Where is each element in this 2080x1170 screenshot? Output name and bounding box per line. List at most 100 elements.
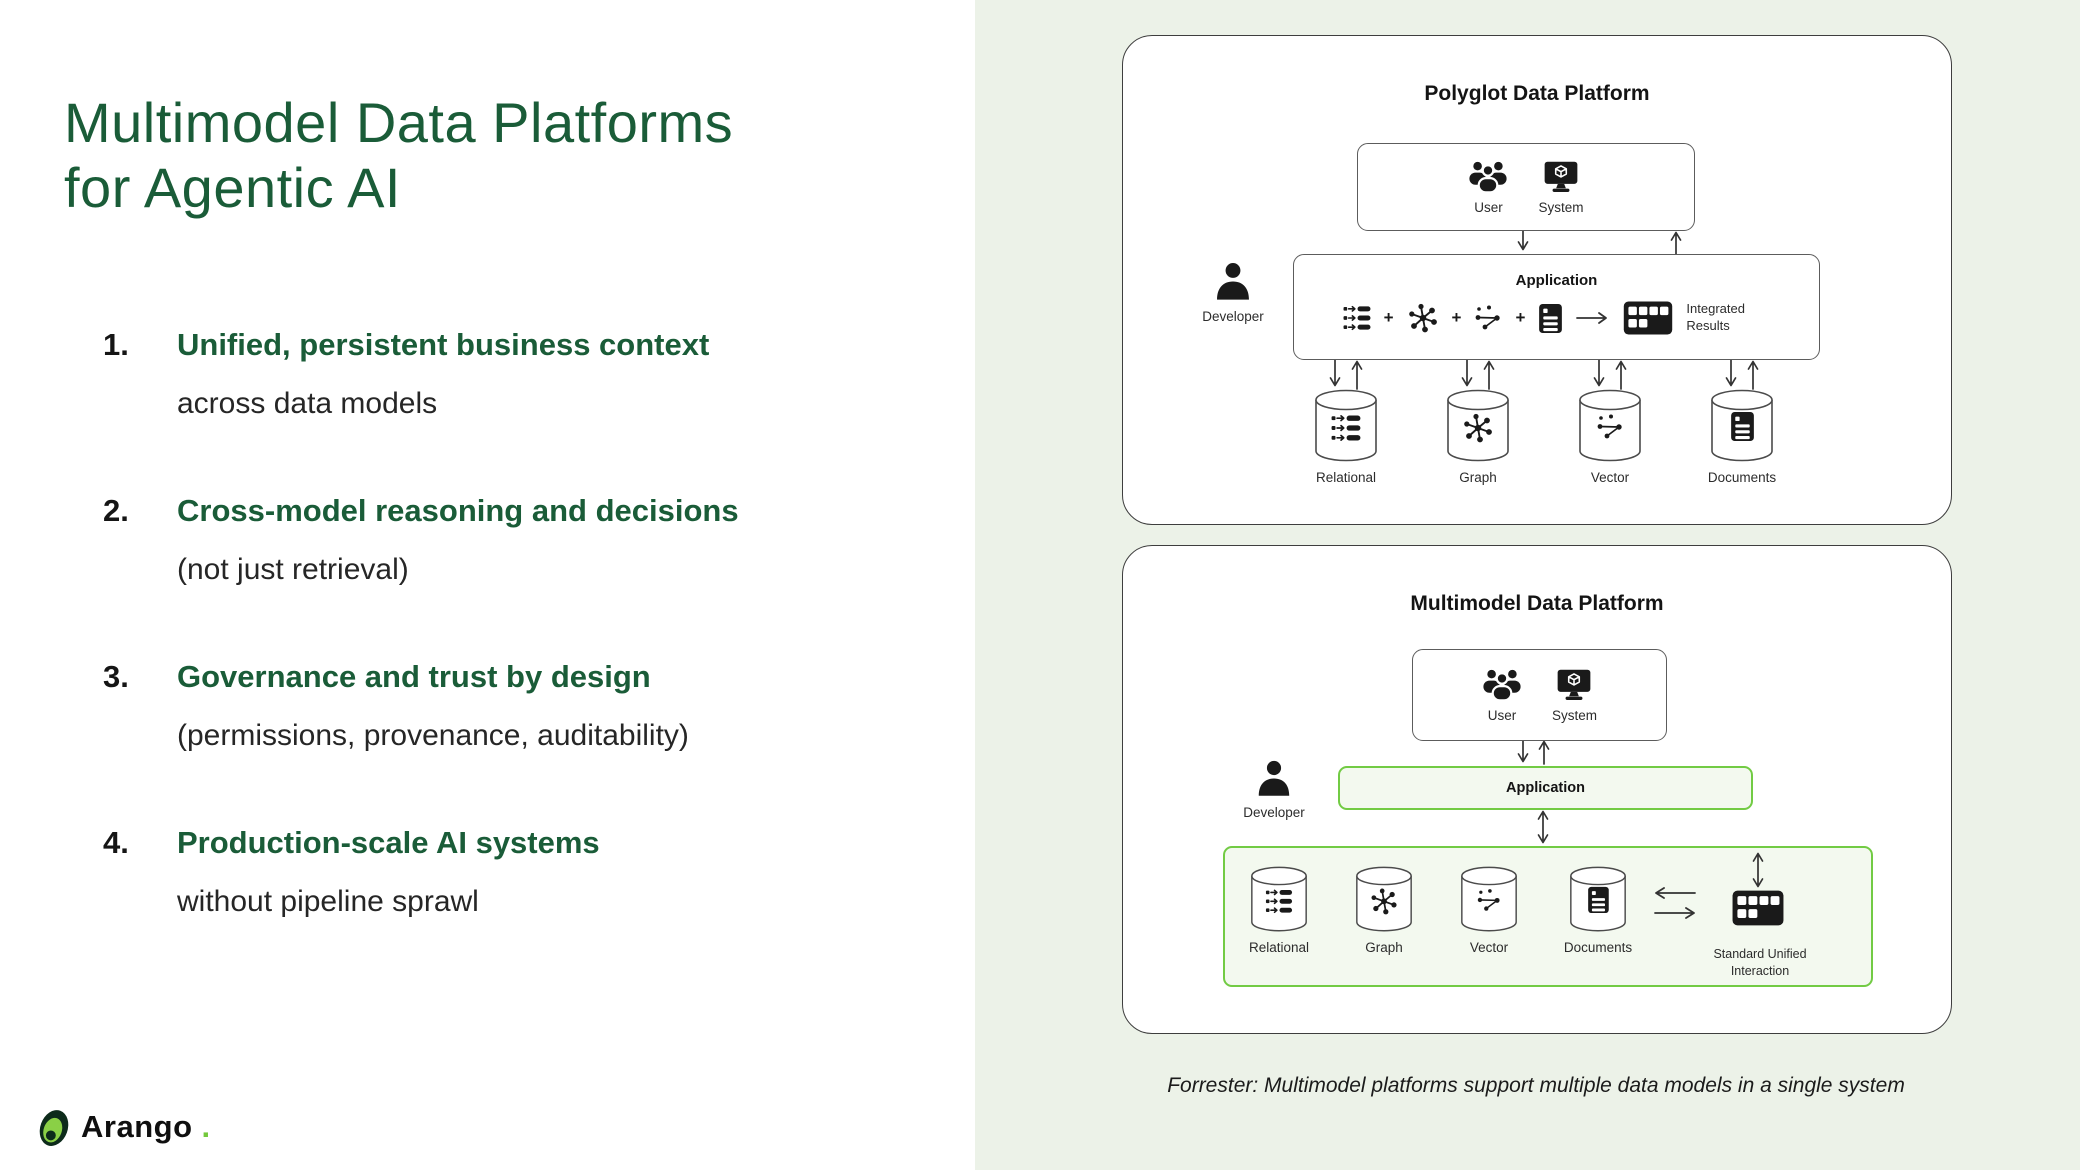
point-subtext: (not just retrieval): [177, 552, 409, 586]
point-number: 1.: [103, 327, 129, 362]
logo-wordmark: Arango: [81, 1109, 193, 1144]
database-cylinder-documents: Documents: [1548, 866, 1648, 955]
system-label: System: [1538, 199, 1584, 215]
title-line-1: Multimodel Data Platforms: [64, 90, 734, 154]
user-entity: User: [1482, 667, 1522, 723]
logo-dot: .: [201, 1109, 211, 1144]
exchange-arrows-icon: [1654, 887, 1696, 919]
database-label: Documents: [1563, 940, 1633, 955]
cylinder-graph-icon: [1446, 389, 1510, 463]
cylinder-vector-icon: [1460, 866, 1518, 933]
point-number: 3.: [103, 659, 129, 694]
developer-icon: [1211, 260, 1255, 304]
system-monitor-icon: [1542, 160, 1580, 194]
point-heading: Production-scale AI systems: [177, 825, 600, 860]
arrow-right-icon: [1576, 312, 1608, 324]
relational-icon: [1343, 305, 1371, 331]
point-subtext: (permissions, provenance, auditability): [177, 718, 689, 752]
forrester-footnote: Forrester: Multimodel platforms support …: [1167, 1074, 1905, 1097]
documents-icon: [1538, 303, 1563, 334]
point-subtext: without pipeline sprawl: [177, 884, 479, 918]
database-label: Graph: [1459, 470, 1497, 485]
cylinder-graph-icon: [1355, 866, 1413, 933]
title-line-2: for Agentic AI: [64, 156, 401, 220]
developer-entity: Developer: [1224, 758, 1324, 820]
database-label: Relational: [1248, 940, 1310, 955]
user-system-box: User System: [1357, 143, 1695, 231]
database-cylinder-graph: Graph: [1334, 866, 1434, 955]
multimodel-title: Multimodel Data Platform: [1410, 592, 1664, 615]
cylinder-relational-icon: [1314, 389, 1378, 463]
database-label: Vector: [1590, 470, 1630, 485]
database-cylinder-relational: Relational: [1229, 866, 1329, 955]
arrow-down-icon: [1517, 738, 1529, 763]
cylinder-vector-icon: [1578, 389, 1642, 463]
developer-entity: Developer: [1183, 260, 1283, 324]
polyglot-title: Polyglot Data Platform: [1424, 82, 1650, 105]
plus-sign: +: [1383, 308, 1394, 327]
arrow-up-icon: [1483, 360, 1495, 390]
point-number: 4.: [103, 825, 129, 860]
arrow-updown-icon: [1537, 810, 1549, 844]
arrow-down-icon: [1329, 357, 1341, 387]
plus-sign: +: [1451, 308, 1462, 327]
application-label: Application: [1515, 272, 1598, 289]
multimodel-database-box: Relational Graph Vector Documents: [1223, 846, 1873, 987]
developer-label: Developer: [1202, 309, 1264, 324]
users-icon: [1482, 667, 1522, 702]
point-heading: Cross-model reasoning and decisions: [177, 493, 739, 528]
developer-label: Developer: [1243, 805, 1305, 820]
arrow-up-icon: [1615, 360, 1627, 390]
developer-icon: [1253, 758, 1295, 800]
database-label: Documents: [1707, 470, 1777, 485]
arrow-up-icon: [1351, 360, 1363, 390]
database-cylinder-relational: Relational: [1296, 389, 1396, 485]
diagram-panel: Polyglot Data Platform User: [975, 0, 2080, 1170]
arrow-down-icon: [1593, 357, 1605, 387]
database-cylinder-vector: Vector: [1560, 389, 1660, 485]
plus-sign: +: [1515, 308, 1526, 327]
integrated-results-label: Integrated Results: [1686, 301, 1745, 333]
database-label: Graph: [1365, 940, 1403, 955]
database-cylinder-graph: Graph: [1428, 389, 1528, 485]
list-item: 2. Cross-model reasoning and decisions (…: [103, 492, 903, 588]
application-icon-row: + + + Integrated Results: [1294, 301, 1819, 335]
database-label: Relational: [1315, 470, 1377, 485]
list-item: 3. Governance and trust by design (permi…: [103, 658, 903, 754]
application-box-green: Application: [1338, 766, 1753, 810]
arrow-down-icon: [1725, 357, 1737, 387]
user-label: User: [1474, 200, 1503, 215]
cylinder-documents-icon: [1569, 866, 1627, 933]
system-monitor-icon: [1555, 668, 1593, 702]
arango-logo: Arango.: [36, 1106, 210, 1148]
integrated-results-grid-icon: [1623, 301, 1673, 335]
cylinder-relational-icon: [1250, 866, 1308, 933]
multimodel-diagram: Multimodel Data Platform User System Dev: [1122, 545, 1952, 1034]
graph-icon: [1407, 302, 1439, 334]
standard-unified-grid-icon: [1732, 890, 1784, 926]
standard-unified-label: Standard Unified Interaction: [1713, 947, 1807, 978]
arrow-up-icon: [1747, 360, 1759, 390]
point-heading: Unified, persistent business context: [177, 327, 710, 362]
page-title: Multimodel Data Platforms for Agentic AI: [64, 90, 733, 221]
user-system-box: User System: [1412, 649, 1667, 741]
system-entity: System: [1538, 160, 1584, 215]
point-number: 2.: [103, 493, 129, 528]
arrow-up-icon: [1538, 740, 1550, 765]
point-subtext: across data models: [177, 386, 438, 420]
application-label: Application: [1506, 780, 1585, 796]
database-cylinder-documents: Documents: [1692, 389, 1792, 485]
system-entity: System: [1552, 668, 1597, 723]
cylinder-documents-icon: [1710, 389, 1774, 463]
vector-icon: [1474, 304, 1502, 332]
avocado-logo-icon: [36, 1106, 72, 1148]
polyglot-diagram: Polyglot Data Platform User: [1122, 35, 1952, 525]
users-icon: [1468, 159, 1508, 194]
arrow-down-icon: [1461, 357, 1473, 387]
arrow-updown-icon: [1752, 852, 1764, 888]
user-entity: User: [1468, 159, 1508, 215]
list-item: 1. Unified, persistent business context …: [103, 326, 903, 422]
arrow-down-icon: [1517, 228, 1529, 251]
point-heading: Governance and trust by design: [177, 659, 651, 694]
